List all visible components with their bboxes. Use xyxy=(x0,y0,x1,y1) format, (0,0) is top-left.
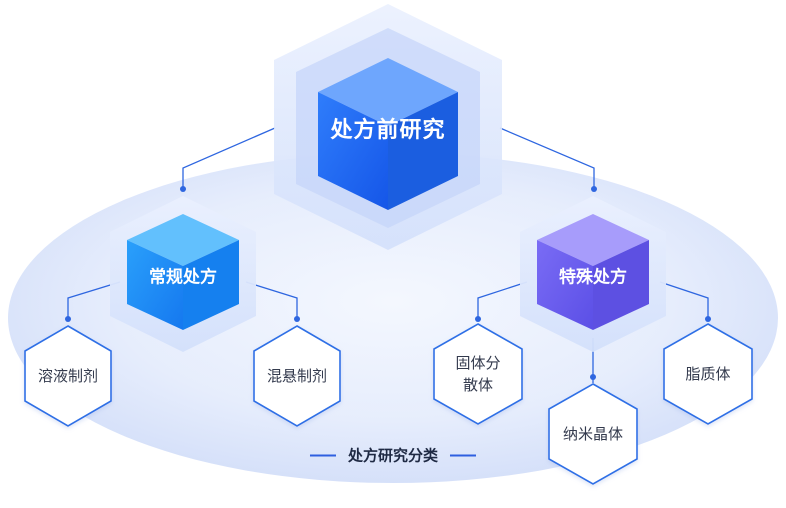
category-label-regular: 常规处方 xyxy=(149,267,217,288)
left-cube-left xyxy=(127,240,183,330)
connector-left-leaf2 xyxy=(245,281,298,318)
connector-main-right xyxy=(499,127,595,188)
main-cube-left xyxy=(318,92,388,210)
main-cube-group xyxy=(274,4,502,250)
diagram-caption: 处方研究分类 xyxy=(309,445,477,466)
connector-lines xyxy=(67,127,709,383)
left-cube-group xyxy=(110,196,256,352)
connector-left-leaf1 xyxy=(67,281,121,318)
leaf-label-suspension: 混悬制剂 xyxy=(266,367,328,385)
caption-line-right xyxy=(450,454,477,456)
connector-right-leaf5 xyxy=(659,281,709,318)
category-label-special: 特殊处方 xyxy=(559,267,627,288)
main-cube-right xyxy=(388,92,458,210)
leaf-hex-solution xyxy=(24,325,112,427)
right-cube-group xyxy=(520,196,666,352)
leaf-hex-nanocrystal xyxy=(548,383,638,485)
leaf-label-solid-dispersion: 固体分 散体 xyxy=(455,352,500,396)
connector-right-leaf3 xyxy=(477,281,528,318)
leaf-label-nanocrystal: 纳米晶体 xyxy=(562,425,624,443)
right-cube-right xyxy=(593,240,649,330)
main-title-label: 处方前研究 xyxy=(330,118,446,143)
leaf-hex-suspension xyxy=(253,325,341,427)
leaf-label-liposome: 脂质体 xyxy=(685,365,731,383)
leaf-label-solid-dispersion-line2: 散体 xyxy=(462,376,494,394)
left-cube-right xyxy=(183,240,239,330)
leaf-hex-liposome xyxy=(663,323,753,425)
connector-dots xyxy=(65,186,711,380)
leaf-label-solution: 溶液制剂 xyxy=(37,367,99,385)
connector-main-left xyxy=(182,127,276,188)
leaf-hex-solid-dispersion xyxy=(433,323,523,425)
right-cube-left xyxy=(537,240,593,330)
caption-text: 处方研究分类 xyxy=(347,446,439,465)
caption-line-left xyxy=(309,454,336,456)
leaf-label-solid-dispersion-line1: 固体分 xyxy=(455,354,501,372)
